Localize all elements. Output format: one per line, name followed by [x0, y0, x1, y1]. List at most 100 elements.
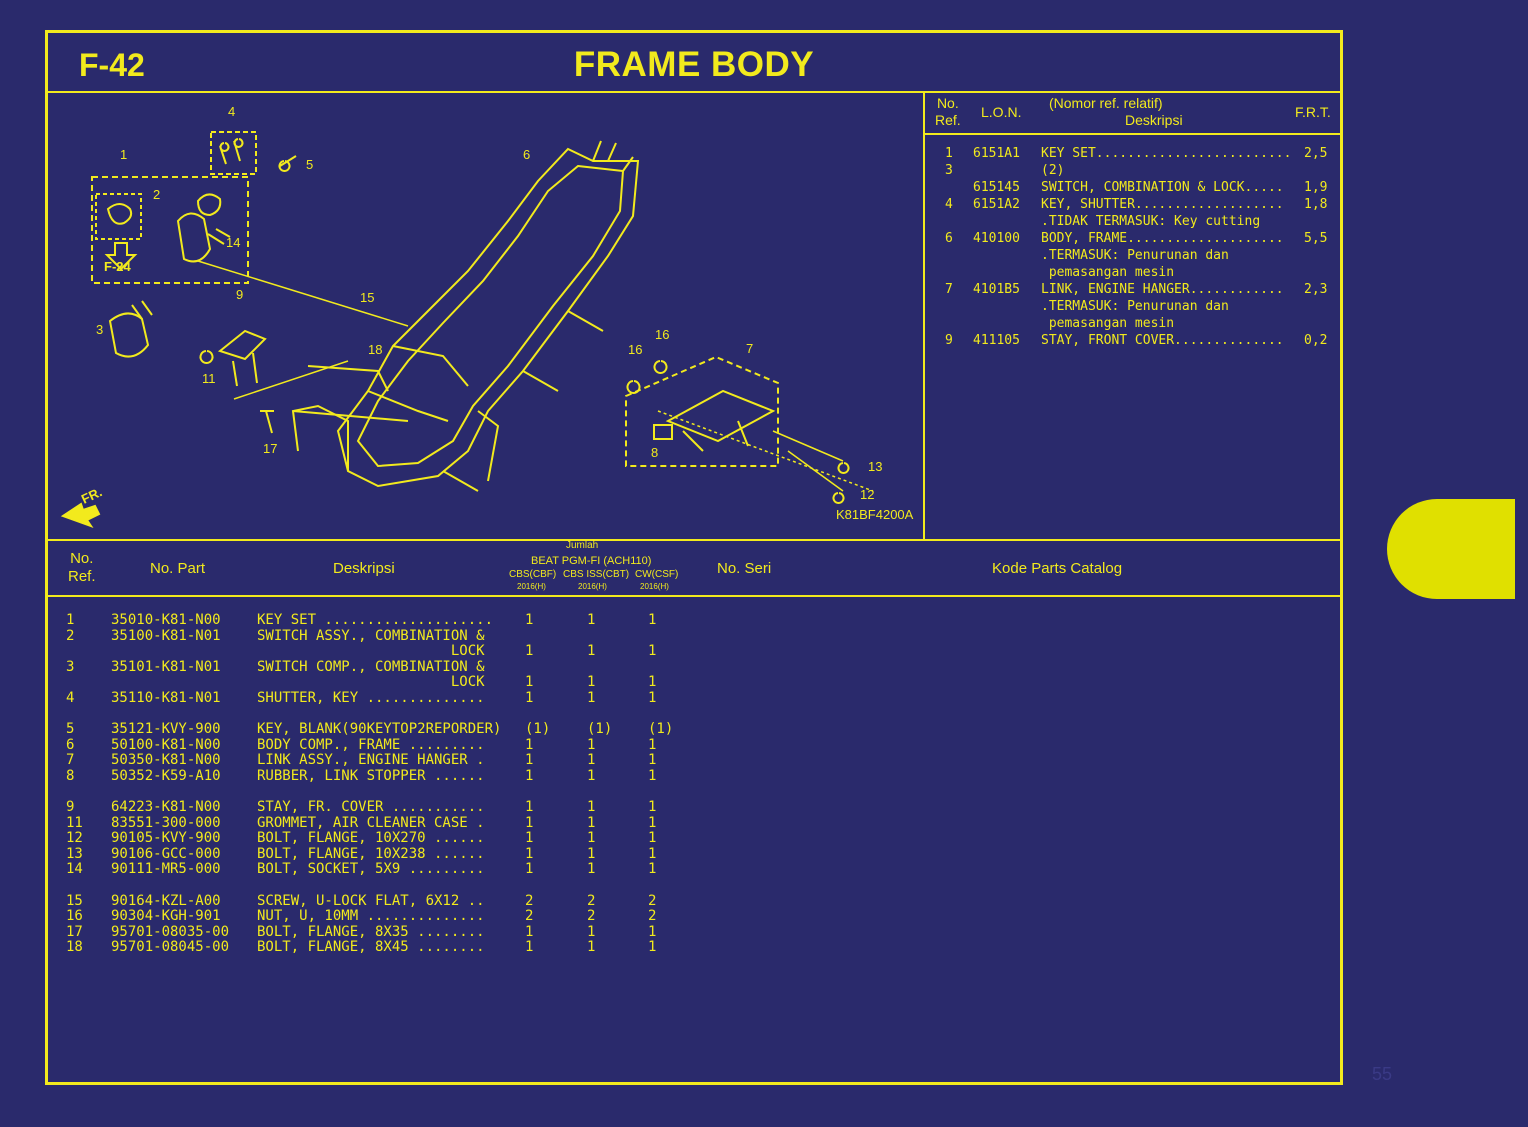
- parts-cell-ref: 13: [66, 845, 83, 862]
- parts-cell-ref: 17: [66, 923, 83, 940]
- lon-cell-ref: 6: [945, 231, 953, 246]
- parts-cell-ref: 4: [66, 689, 75, 706]
- callout-16b: 16: [628, 342, 642, 357]
- parts-cell-part: 35101-K81-N01: [111, 658, 221, 675]
- callout-13: 13: [868, 459, 882, 474]
- parts-cell-q1: 1: [525, 814, 534, 831]
- callout-12: 12: [860, 487, 874, 502]
- lon-cell-frt: 2,5: [1304, 146, 1328, 161]
- parts-cell-q2: 1: [587, 799, 596, 815]
- callout-5: 5: [306, 157, 313, 172]
- parts-cell-q2: 1: [587, 923, 596, 940]
- parts-cell-part: 35110-K81-N01: [111, 689, 221, 706]
- parts-cell-q3: 1: [648, 830, 657, 846]
- lon-cell-desc: KEY SET.........................: [1041, 146, 1292, 161]
- parts-cell-q1: 1: [525, 830, 534, 846]
- direction-label: FR.: [79, 484, 104, 506]
- parts-cell-ref: 14: [66, 861, 83, 877]
- lon-cell-ref: 3: [945, 163, 953, 178]
- parts-cell-ref: 6: [66, 736, 75, 753]
- parts-cell-ref: 1: [66, 612, 75, 628]
- lon-cell-ref: 1: [945, 146, 953, 161]
- parts-cell-part: 64223-K81-N00: [111, 799, 221, 815]
- lon-cell-desc: pemasangan mesin: [1041, 316, 1175, 331]
- callout-8: 8: [651, 445, 658, 460]
- parts-cell-q2: 2: [587, 908, 596, 924]
- lon-cell-ref: 7: [945, 282, 953, 297]
- lon-cell-lon: 4101B5: [973, 282, 1020, 297]
- parts-cell-part: 35121-KVY-900: [111, 721, 221, 737]
- parts-cell-q1: 1: [525, 736, 534, 753]
- exploded-view-illustration: 1 2 3 4 5 6 7 8 9 11 12 13 14 15 16 16 1…: [60, 104, 914, 528]
- lon-cell-desc: .TIDAK TERMASUK: Key cutting: [1041, 214, 1261, 229]
- parts-cell-q3: (1): [648, 721, 674, 737]
- parts-cell-q1: 1: [525, 612, 534, 628]
- parts-cell-desc: BOLT, FLANGE, 8X35 ........: [257, 923, 485, 940]
- parts-header-year3: 2016(H): [640, 582, 669, 591]
- lon-cell-ref: 4: [945, 197, 953, 212]
- parts-cell-q2: 1: [587, 861, 596, 877]
- parts-cell-q2: 1: [587, 814, 596, 831]
- callout-4: 4: [228, 104, 235, 119]
- callout-14: 14: [226, 235, 240, 250]
- title-bar: F-42 FRAME BODY: [48, 33, 1340, 93]
- parts-cell-q2: 1: [587, 612, 596, 628]
- parts-cell-desc: SWITCH COMP., COMBINATION &: [257, 658, 485, 675]
- section-tab[interactable]: [1387, 499, 1515, 599]
- table-row: 4 35110-K81-N01 SHUTTER, KEY .............…: [48, 690, 748, 706]
- parts-cell-desc: LOCK: [257, 643, 485, 659]
- lon-cell-desc: BODY, FRAME....................: [1041, 231, 1284, 246]
- parts-header-part: No. Part: [150, 560, 206, 577]
- parts-cell-ref: 8: [66, 767, 75, 784]
- parts-cell-q1: 1: [525, 845, 534, 862]
- lon-header-lon: L.O.N.: [981, 104, 1022, 120]
- parts-cell-q2: 2: [587, 892, 596, 909]
- parts-header-col3: CW(CSF): [635, 569, 679, 580]
- parts-cell-q2: 1: [587, 830, 596, 846]
- parts-cell-q3: 1: [648, 643, 657, 659]
- parts-cell-q2: 1: [587, 689, 596, 706]
- callout-1: 1: [120, 147, 127, 162]
- parts-header-divider: [48, 595, 1340, 597]
- parts-cell-part: 95701-08035-00: [111, 923, 230, 940]
- parts-cell-ref: 7: [66, 752, 75, 768]
- diagram-divider: [923, 91, 925, 539]
- parts-cell-desc: BODY COMP., FRAME .........: [257, 736, 485, 753]
- lon-cell-desc: KEY, SHUTTER...................: [1041, 197, 1284, 212]
- parts-header-year1: 2016(H): [517, 582, 546, 591]
- lon-cell-lon: 411105: [973, 333, 1020, 348]
- parts-header-model: BEAT PGM-FI (ACH110): [531, 555, 652, 567]
- parts-cell-desc: SWITCH ASSY., COMBINATION &: [257, 627, 485, 644]
- ref-box-label: F-24: [104, 259, 132, 274]
- lon-table-header: No. Ref. L.O.N. (Nomor ref. relatif) Des…: [925, 91, 1343, 135]
- lon-cell-desc: STAY, FRONT COVER..............: [1041, 333, 1284, 348]
- page-title: FRAME BODY: [573, 45, 815, 84]
- parts-cell-desc: GROMMET, AIR CLEANER CASE .: [257, 814, 485, 831]
- parts-cell-ref: 12: [66, 830, 83, 846]
- lon-cell-frt: 5,5: [1304, 231, 1328, 246]
- lon-header-desc-top: (Nomor ref. relatif): [1049, 95, 1163, 111]
- callout-18: 18: [368, 342, 382, 357]
- parts-cell-ref: 5: [66, 721, 75, 737]
- lon-cell-desc: pemasangan mesin: [1041, 265, 1175, 280]
- parts-cell-q1: 1: [525, 799, 534, 815]
- parts-cell-q1: 1: [525, 767, 534, 784]
- parts-cell-part: 35100-K81-N01: [111, 627, 221, 644]
- lon-header-frt: F.R.T.: [1295, 104, 1331, 120]
- parts-cell-part: 95701-08045-00: [111, 939, 230, 955]
- lon-cell-desc: (2): [1041, 163, 1065, 178]
- parts-cell-q1: 2: [525, 892, 534, 909]
- parts-cell-desc: NUT, U, 10MM ..............: [257, 908, 485, 924]
- parts-cell-part: 50352-K59-A10: [111, 767, 221, 784]
- parts-cell-desc: SCREW, U-LOCK FLAT, 6X12 ..: [257, 892, 485, 909]
- lon-header-desc: Deskripsi: [1125, 112, 1183, 128]
- parts-header-catalog: Kode Parts Catalog: [992, 560, 1123, 577]
- parts-cell-desc: SHUTTER, KEY ..............: [257, 689, 485, 706]
